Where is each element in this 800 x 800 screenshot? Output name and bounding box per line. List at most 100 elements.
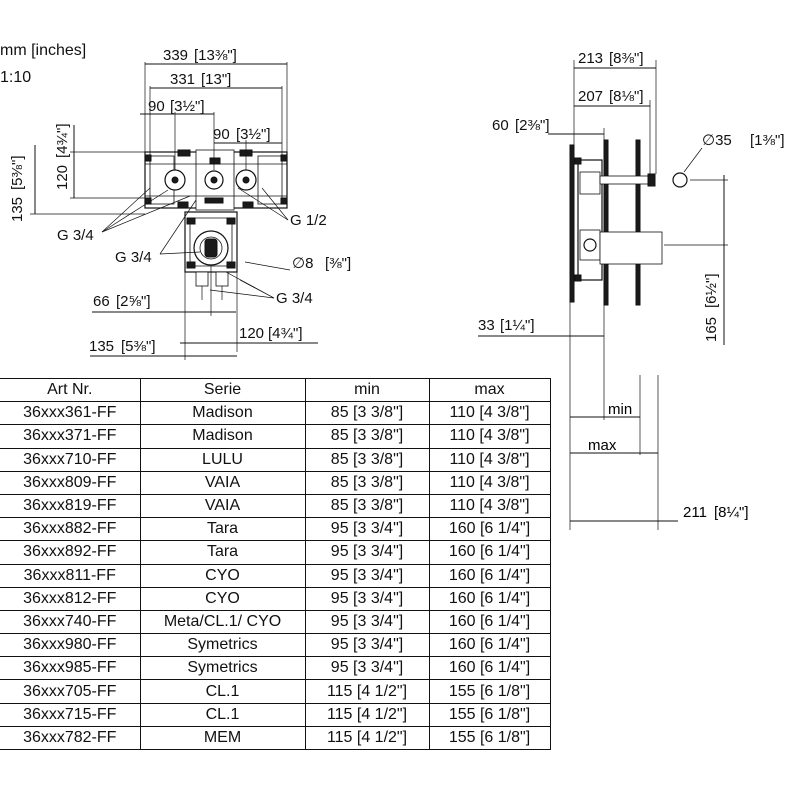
dim-135-bottom-in: [5⅜"] xyxy=(121,338,156,355)
cell-art-nr: 36xxx812-FF xyxy=(0,586,141,611)
cell-serie: VAIA xyxy=(139,493,306,519)
side-dim-207-in: [8⅛"] xyxy=(609,88,644,105)
dim-66-in: [2⅝"] xyxy=(116,293,151,310)
dim-339: 339 xyxy=(163,47,188,64)
side-dim-213: 213 xyxy=(578,50,603,67)
header-art-nr: Art Nr. xyxy=(0,377,141,403)
cell-serie: Meta/CL.1/ CYO xyxy=(139,609,306,635)
cell-art-nr: 36xxx985-FF xyxy=(0,656,141,681)
cell-art-nr: 36xxx782-FF xyxy=(0,725,141,751)
cell-art-nr: 36xxx740-FF xyxy=(0,609,141,635)
side-dim-213-in: [8⅜"] xyxy=(609,50,644,67)
dim-90-left-in: [3½"] xyxy=(170,98,205,115)
cell-max: 110 [4 3/8"] xyxy=(428,424,551,449)
dim-331: 331 xyxy=(170,71,195,88)
callout-g12: G 1/2 xyxy=(290,212,327,229)
cell-min: 95 [3 3/4"] xyxy=(304,656,430,681)
callout-g34-mid: G 3/4 xyxy=(115,249,152,266)
cell-max: 160 [6 1/4"] xyxy=(428,517,551,542)
dim-120-bottom: 120 xyxy=(239,325,264,342)
cell-art-nr: 36xxx710-FF xyxy=(0,447,141,472)
dim-339-in: [13⅜"] xyxy=(194,47,237,64)
cell-min: 95 [3 3/4"] xyxy=(304,586,430,611)
cell-max: 155 [6 1/8"] xyxy=(428,702,551,727)
dim-120-vert-in: [4¾"] xyxy=(54,123,71,158)
side-dim-207: 207 xyxy=(578,88,603,105)
cell-max: 160 [6 1/4"] xyxy=(428,609,551,635)
cell-max: 110 [4 3/8"] xyxy=(428,401,551,426)
cell-min: 115 [4 1/2"] xyxy=(304,679,430,704)
side-dim-diameter: ∅35 xyxy=(702,132,732,149)
front-view: 339 [13⅜"] 331 [13"] 90 [3½"] 90 [3½"] 1… xyxy=(9,47,351,360)
cell-min: 115 [4 1/2"] xyxy=(304,702,430,727)
cell-min: 95 [3 3/4"] xyxy=(304,540,430,565)
cell-art-nr: 36xxx980-FF xyxy=(0,633,141,658)
callout-g34-bottom: G 3/4 xyxy=(276,290,313,307)
side-dim-60: 60 xyxy=(492,117,509,134)
cell-serie: MEM xyxy=(139,725,306,751)
technical-drawing: mm [inches] 1:10 xyxy=(0,42,785,375)
cell-art-nr: 36xxx705-FF xyxy=(0,679,141,704)
dim-135-vert-in: [5⅜"] xyxy=(9,155,26,190)
dim-66: 66 xyxy=(93,293,110,310)
header-min: min xyxy=(304,377,430,403)
cell-serie: Symetrics xyxy=(139,656,306,681)
cell-serie: VAIA xyxy=(139,470,306,495)
cell-max: 155 [6 1/8"] xyxy=(428,725,551,751)
cell-min: 95 [3 3/4"] xyxy=(304,517,430,542)
cell-min: 115 [4 1/2"] xyxy=(304,725,430,751)
cell-max: 110 [4 3/8"] xyxy=(428,447,551,472)
cell-art-nr: 36xxx809-FF xyxy=(0,470,141,495)
cell-serie: CYO xyxy=(139,563,306,588)
callout-diameter: ∅8 xyxy=(292,255,313,272)
callout-g34-left: G 3/4 xyxy=(57,227,94,244)
dim-331-in: [13"] xyxy=(201,71,231,88)
cell-min: 95 [3 3/4"] xyxy=(304,563,430,588)
side-label-min: min xyxy=(608,401,632,418)
cell-art-nr: 36xxx811-FF xyxy=(0,563,141,588)
scale-label: 1:10 xyxy=(0,69,31,86)
cell-min: 85 [3 3/8"] xyxy=(304,401,430,426)
cell-art-nr: 36xxx361-FF xyxy=(0,401,141,426)
cell-max: 110 [4 3/8"] xyxy=(428,470,551,495)
cell-art-nr: 36xxx715-FF xyxy=(0,702,141,727)
cell-min: 95 [3 3/4"] xyxy=(304,633,430,658)
cell-art-nr: 36xxx371-FF xyxy=(0,424,141,449)
side-label-max: max xyxy=(588,437,617,454)
side-dim-211-in: [8¼"] xyxy=(714,504,749,521)
side-dim-33-in: [1¼"] xyxy=(500,317,535,334)
cell-serie: Symetrics xyxy=(139,633,306,658)
cell-serie: Madison xyxy=(139,401,306,426)
cell-serie: CL.1 xyxy=(139,702,306,727)
cell-serie: CYO xyxy=(139,586,306,611)
cell-max: 160 [6 1/4"] xyxy=(428,656,551,681)
cell-max: 160 [6 1/4"] xyxy=(428,633,551,658)
cell-art-nr: 36xxx882-FF xyxy=(0,517,141,542)
cell-min: 85 [3 3/8"] xyxy=(304,424,430,449)
cell-min: 85 [3 3/8"] xyxy=(304,493,430,519)
header-serie: Serie xyxy=(139,377,306,403)
cell-min: 95 [3 3/4"] xyxy=(304,609,430,635)
dim-90-right: 90 xyxy=(213,126,230,143)
side-dim-60-in: [2⅜"] xyxy=(515,117,550,134)
cell-serie: LULU xyxy=(139,447,306,472)
cell-max: 160 [6 1/4"] xyxy=(428,563,551,588)
cell-max: 155 [6 1/8"] xyxy=(428,679,551,704)
cell-serie: Tara xyxy=(139,517,306,542)
dim-120-bottom-in: [4¾"] xyxy=(268,325,303,342)
side-dim-165: 165 xyxy=(703,317,720,342)
cell-serie: CL.1 xyxy=(139,679,306,704)
